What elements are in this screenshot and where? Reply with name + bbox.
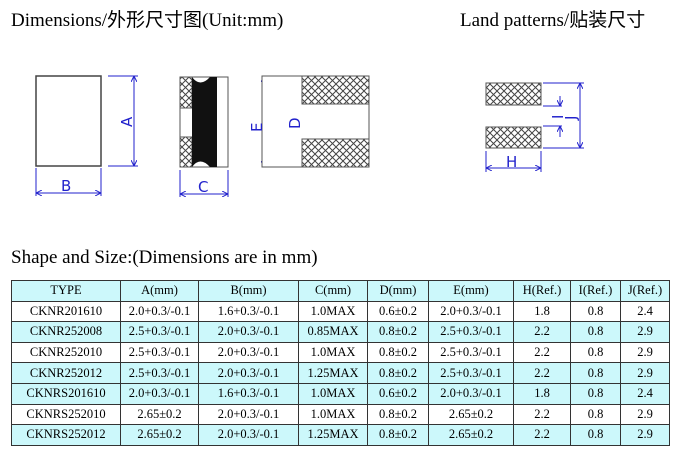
table-cell: 2.9 — [620, 341, 670, 364]
side-view — [179, 76, 229, 168]
table-cell: 0.6±0.2 — [367, 382, 429, 405]
table-cell: 0.8 — [570, 321, 621, 343]
table-cell: 1.6+0.3/-0.1 — [198, 300, 299, 323]
label-i: I — [549, 115, 567, 119]
dimensions-title: Dimensions/外形尺寸图(Unit:mm) — [11, 10, 284, 31]
column-header: A(mm) — [120, 280, 199, 302]
table-cell: 2.5+0.3/-0.1 — [120, 341, 199, 364]
table-cell: 0.85MAX — [298, 321, 368, 343]
column-header: C(mm) — [298, 280, 368, 302]
table-cell: 1.0MAX — [298, 403, 368, 426]
table-cell: CKNRS252010 — [11, 403, 121, 426]
label-e: E — [248, 123, 266, 132]
table-cell: 0.8 — [570, 300, 621, 323]
table-cell: CKNRS201610 — [11, 382, 121, 405]
table-cell: 0.8±0.2 — [367, 341, 429, 364]
table-cell: 1.8 — [513, 300, 571, 323]
land-pad-top — [485, 82, 542, 106]
table-cell: 2.9 — [620, 424, 670, 446]
label-d: D — [286, 117, 304, 129]
table-cell: 1.25MAX — [298, 362, 368, 384]
column-header: E(mm) — [428, 280, 514, 302]
column-header: B(mm) — [198, 280, 299, 302]
label-b: B — [61, 177, 71, 195]
label-j: J — [562, 116, 580, 121]
table-cell: 2.5+0.3/-0.1 — [120, 321, 199, 343]
table-cell: 0.8 — [570, 424, 621, 446]
table-cell: 2.0+0.3/-0.1 — [198, 403, 299, 426]
column-header: TYPE — [11, 280, 121, 302]
table-cell: 2.0+0.3/-0.1 — [198, 362, 299, 384]
shape-size-title: Shape and Size:(Dimensions are in mm) — [11, 247, 318, 268]
front-view — [35, 75, 102, 167]
table-cell: 1.0MAX — [298, 300, 368, 323]
land-pad-bottom — [485, 126, 542, 149]
column-header: D(mm) — [367, 280, 429, 302]
table-cell: 1.0MAX — [298, 382, 368, 405]
table-cell: 2.5+0.3/-0.1 — [428, 341, 514, 364]
table-cell: 2.2 — [513, 424, 571, 446]
table-cell: 1.0MAX — [298, 341, 368, 364]
table-cell: CKNR252010 — [11, 341, 121, 364]
table-cell: 0.8 — [570, 382, 621, 405]
table-cell: 2.9 — [620, 321, 670, 343]
table-cell: 1.8 — [513, 382, 571, 405]
column-header: H(Ref.) — [513, 280, 571, 302]
table-cell: 2.65±0.2 — [120, 424, 199, 446]
column-header: J(Ref.) — [620, 280, 670, 302]
table-cell: 0.8±0.2 — [367, 403, 429, 426]
table-cell: 2.9 — [620, 403, 670, 426]
table-cell: CKNR252008 — [11, 321, 121, 343]
dimension-drawings: A B C D E H I J — [35, 75, 584, 197]
table-cell: 0.6±0.2 — [367, 300, 429, 323]
table-cell: 2.5+0.3/-0.1 — [120, 362, 199, 384]
table-cell: 2.0+0.3/-0.1 — [120, 300, 199, 323]
top-view — [261, 75, 370, 168]
table-cell: 0.8 — [570, 341, 621, 364]
table-cell: CKNR201610 — [11, 300, 121, 323]
table-cell: 2.5+0.3/-0.1 — [428, 362, 514, 384]
table-cell: 0.8±0.2 — [367, 321, 429, 343]
table-cell: 2.4 — [620, 382, 670, 405]
table-cell: 1.25MAX — [298, 424, 368, 446]
table-cell: 2.5+0.3/-0.1 — [428, 321, 514, 343]
table-cell: 2.65±0.2 — [428, 403, 514, 426]
table-cell: 2.0+0.3/-0.1 — [198, 321, 299, 343]
table-cell: 2.0+0.3/-0.1 — [120, 382, 199, 405]
table-cell: 1.6+0.3/-0.1 — [198, 382, 299, 405]
table-cell: 2.2 — [513, 362, 571, 384]
label-a: A — [118, 116, 136, 127]
table-cell: 2.2 — [513, 321, 571, 343]
table-cell: 2.0+0.3/-0.1 — [198, 341, 299, 364]
table-cell: 2.65±0.2 — [428, 424, 514, 446]
land-patterns-title: Land patterns/贴装尺寸 — [460, 10, 646, 31]
table-cell: 0.8±0.2 — [367, 362, 429, 384]
table-cell: CKNR252012 — [11, 362, 121, 384]
table-cell: 2.2 — [513, 341, 571, 364]
table-cell: 2.9 — [620, 362, 670, 384]
label-h: H — [506, 153, 517, 171]
table-cell: 2.0+0.3/-0.1 — [428, 382, 514, 405]
table-cell: 0.8±0.2 — [367, 424, 429, 446]
table-cell: 0.8 — [570, 403, 621, 426]
column-header: I(Ref.) — [570, 280, 621, 302]
table-cell: 2.65±0.2 — [120, 403, 199, 426]
table-cell: 0.8 — [570, 362, 621, 384]
table-cell: 2.2 — [513, 403, 571, 426]
label-c: C — [198, 178, 208, 196]
table-cell: CKNRS252012 — [11, 424, 121, 446]
table-cell: 2.0+0.3/-0.1 — [428, 300, 514, 323]
table-cell: 2.4 — [620, 300, 670, 323]
table-cell: 2.0+0.3/-0.1 — [198, 424, 299, 446]
